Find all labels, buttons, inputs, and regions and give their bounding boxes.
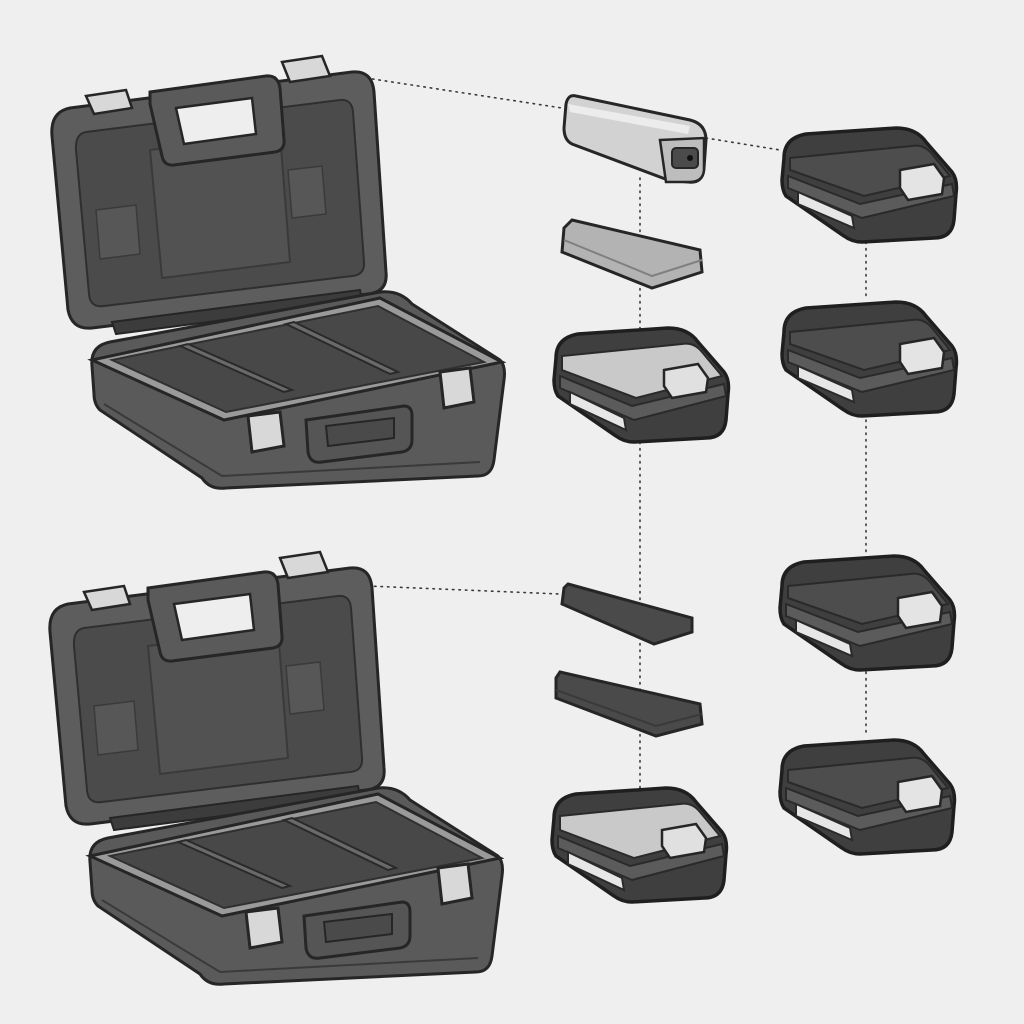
storage-case-top (50, 54, 507, 490)
battery-pack-icon (778, 554, 957, 672)
dark-pad-thick (554, 670, 704, 738)
battery-pack-icon (780, 126, 959, 244)
dark-battery-pack-2 (780, 300, 959, 418)
battery-pack-icon (778, 738, 957, 856)
open-toolbox-icon (48, 550, 505, 986)
dark-pad-thin (560, 582, 694, 646)
dark-battery-pack-3 (778, 554, 957, 672)
dark-battery-pack-4 (778, 738, 957, 856)
power-button-icon (671, 147, 699, 169)
storage-case-bottom (48, 550, 505, 986)
connector-lines (365, 77, 867, 791)
silver-battery-pack-bottom (550, 786, 729, 904)
open-toolbox-icon (50, 54, 507, 490)
gray-pad (560, 218, 704, 290)
silver-battery-pack-top (552, 326, 731, 444)
power-bank (562, 94, 708, 184)
battery-pack-icon (780, 300, 959, 418)
battery-pack-icon (550, 786, 729, 904)
battery-pack-icon (552, 326, 731, 444)
dark-battery-pack-1 (780, 126, 959, 244)
